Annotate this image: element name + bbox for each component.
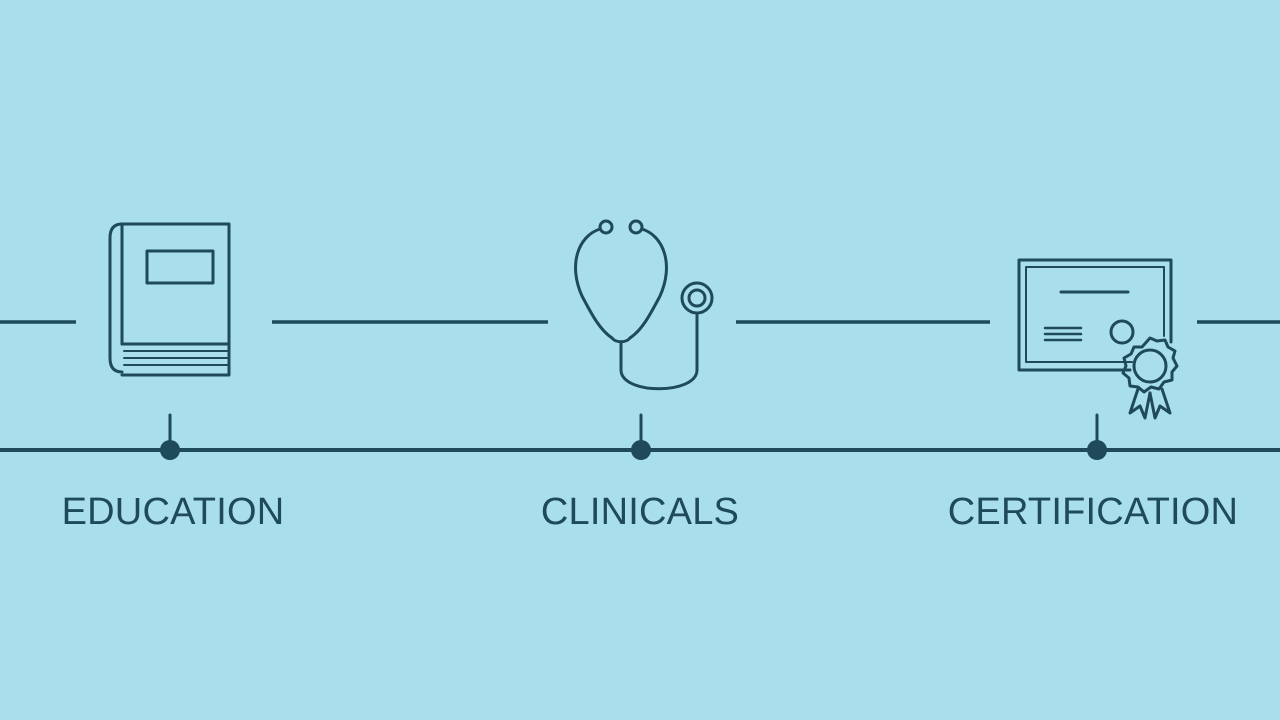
- timeline-node-clinicals: [631, 440, 651, 460]
- certificate-icon: [1017, 258, 1179, 420]
- stethoscope-icon: [574, 219, 714, 391]
- step-label-clinicals: CLINICALS: [540, 491, 740, 533]
- timeline-nodes: [160, 440, 1107, 460]
- timeline-node-certification: [1087, 440, 1107, 460]
- timeline-node-education: [160, 440, 180, 460]
- step-label-education: EDUCATION: [61, 491, 285, 533]
- seal-outline: [1121, 336, 1179, 394]
- book-icon: [108, 222, 231, 377]
- step-label-certification: CERTIFICATION: [947, 491, 1239, 533]
